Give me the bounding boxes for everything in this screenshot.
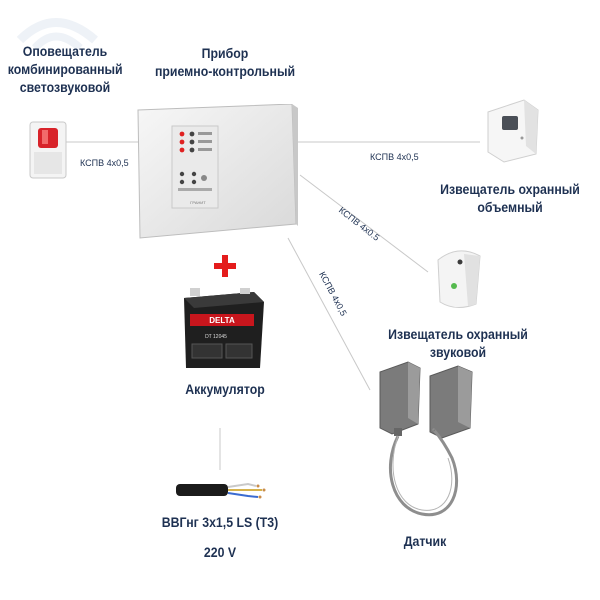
battery-model: DT 12045: [205, 334, 227, 340]
battery-brand: DELTA: [209, 316, 235, 325]
siren-label: Оповещатель комбинированный светозвуково…: [7, 43, 123, 95]
pir-label: Извещатель охранный объемный: [440, 181, 580, 215]
wifi-watermark-icon: [16, 18, 98, 52]
power-cable-icon: [176, 482, 266, 499]
panel-model-label: ГРАНИТ: [190, 200, 206, 205]
sensor-label: Датчик: [403, 533, 447, 549]
glass-break-detector-icon: [437, 250, 481, 308]
line-panel-sensor: [287, 237, 371, 391]
panel-label: Прибор приемно-контрольный: [154, 45, 296, 79]
voltage-label: 220 V: [203, 544, 237, 560]
door-contact-sensor-icon: [379, 361, 473, 517]
battery-label: Аккумулятор: [185, 381, 265, 397]
line-panel-glass: [299, 174, 429, 273]
glass-detector-label: Извещатель охранный звуковой: [388, 326, 528, 360]
power-cable-label: ВВГнг 3х1,5 LS (Т3): [161, 514, 279, 530]
cable-label-panel-pir: КСПВ 4х0,5: [370, 152, 419, 162]
pir-motion-sensor-icon: [487, 99, 539, 163]
plus-icon: [214, 255, 236, 277]
cable-label-siren-panel: КСПВ 4х0,5: [80, 158, 129, 168]
battery-device: DELTA DT 12045: [184, 288, 264, 368]
siren-device-icon: [29, 121, 67, 179]
control-panel-device: ГРАНИТ: [137, 104, 298, 239]
